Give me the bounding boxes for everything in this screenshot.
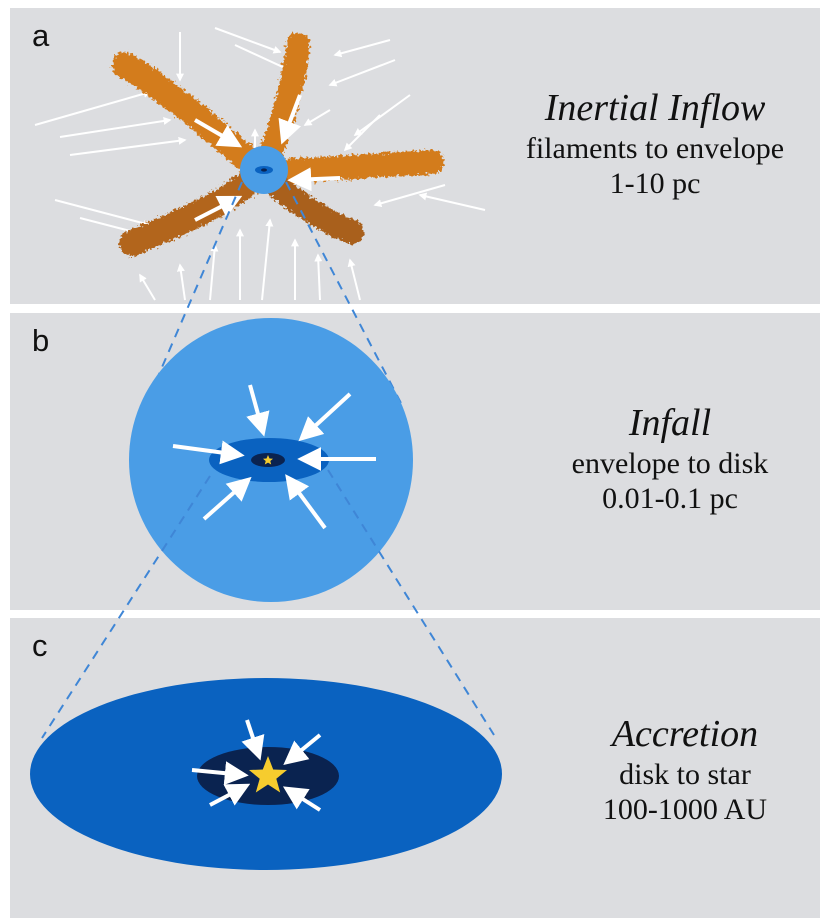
panel-c-letter: c [32, 628, 48, 663]
panel-b-range: 0.01-0.1 pc [602, 482, 738, 516]
panel-a-subtitle: filaments to envelope [525, 131, 785, 165]
panel-a-range: 1-10 pc [609, 167, 701, 201]
panel-b-caption: Infall envelope to disk 0.01-0.1 pc [520, 401, 820, 517]
panel-a-title: Inertial Inflow [544, 87, 766, 129]
panel-c-title: Accretion [611, 713, 759, 755]
panel-b-letter: b [32, 323, 50, 358]
panel-b-title: Infall [628, 402, 712, 444]
panel-a: a Inertial Inflow filaments to envelope … [10, 8, 820, 304]
panel-c-subtitle: disk to star [619, 757, 751, 791]
panel-c-range: 100-1000 AU [602, 793, 768, 827]
panel-c-caption: Accretion disk to star 100-1000 AU [550, 712, 820, 828]
panel-b: b Infall envelope to disk 0.01-0.1 pc [10, 313, 820, 610]
panel-a-caption: Inertial Inflow filaments to envelope 1-… [490, 86, 820, 202]
panel-b-subtitle: envelope to disk [571, 446, 769, 480]
panel-a-letter: a [32, 18, 50, 53]
panel-c: c Accretion disk to star 100-1000 AU [10, 618, 820, 918]
